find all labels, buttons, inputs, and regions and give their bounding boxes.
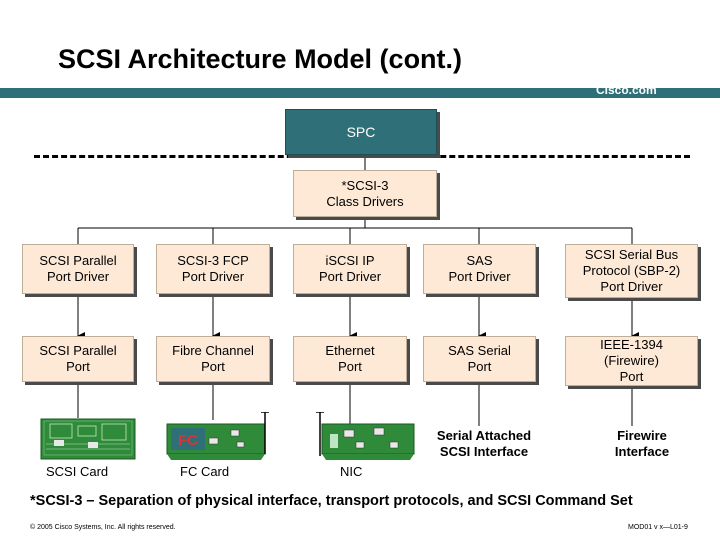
sas-interface-line: Serial Attached [436,428,532,443]
fc-card-image [166,412,269,460]
class-drivers-line: Class Drivers [326,193,404,209]
driver-line: Port Driver [600,279,663,294]
brand-label: Cisco.com [596,83,657,97]
driver-line: Port Driver [181,269,245,284]
port-line: (Firewire) [604,353,659,368]
port-line: Ethernet [325,343,375,358]
spc-box: SPC [285,109,437,155]
sas-interface-line: SCSI Interface [439,444,529,459]
driver-line: SAS [466,253,493,268]
driver-line: iSCSI IP [325,253,375,268]
port-line: Port [66,359,90,374]
title-rule [0,88,720,98]
port-line: SCSI Parallel [39,343,117,358]
port-box-firewire: IEEE-1394(Firewire)Port [565,336,698,386]
page-title: SCSI Architecture Model (cont.) [58,44,463,74]
port-line: IEEE-1394 [600,337,663,352]
fc-badge: FC [178,432,198,449]
footnote: *SCSI-3 – Separation of physical interfa… [30,493,633,509]
driver-line: SCSI-3 FCP [177,253,249,268]
driver-line: SCSI Parallel [39,253,117,268]
driver-line: SCSI Serial Bus [584,247,679,262]
copyright: © 2005 Cisco Systems, Inc. All rights re… [30,524,176,531]
firewire-interface-line: Interface [614,444,670,459]
driver-line: Port Driver [46,269,110,284]
spc-label: SPC [346,124,376,140]
port-line: SAS Serial [448,343,511,358]
nic-caption: NIC [340,464,363,479]
port-line: Fibre Channel [172,343,254,358]
scsi-card-image [40,418,136,460]
class-drivers-line: *SCSI-3 [341,177,389,193]
firewire-interface-line: Firewire [617,428,667,443]
layer-divider [34,155,690,158]
title-rule-notch [0,78,58,88]
driver-line: Protocol (SBP-2) [582,263,681,278]
driver-line: Port Driver [318,269,382,284]
nic-card-image [316,412,415,460]
fc-card-caption: FC Card [180,464,230,479]
slide-code: MOD01 v x—L01-9 [628,524,688,531]
port-line: Port [467,359,492,374]
scsi-card-caption: SCSI Card [46,464,109,479]
port-line: Port [619,369,644,384]
port-line: Port [338,359,362,374]
driver-line: Port Driver [448,269,511,284]
port-line: Port [201,359,225,374]
